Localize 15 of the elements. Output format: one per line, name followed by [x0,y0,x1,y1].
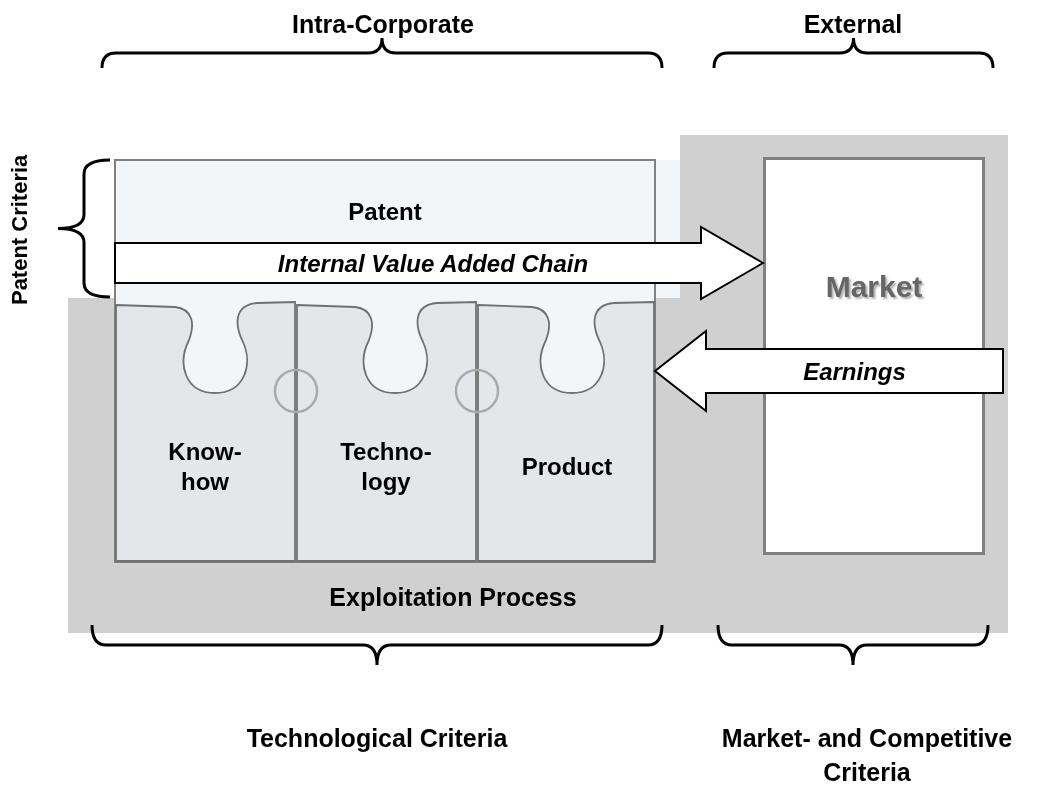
arrow-label: Internal Value Added Chain [277,250,589,278]
market-label: Market [824,269,924,306]
node-label: Product [520,452,614,482]
section-label: Intra-Corporate [291,9,475,40]
block-arrow [653,328,1004,414]
section-label: External [802,9,904,40]
axis-label: Patent Criteria [6,153,34,308]
node-label: Know- how [167,437,243,497]
arrow-label: Earnings [803,358,906,386]
node-label: Techno- logy [339,437,433,497]
section-label: Market- and Competitive Criteria [720,723,1014,788]
section-label: Technological Criteria [245,723,509,754]
block-arrow [114,225,765,301]
node-label: Patent [347,197,423,227]
node-label: Exploitation Process [328,582,578,614]
